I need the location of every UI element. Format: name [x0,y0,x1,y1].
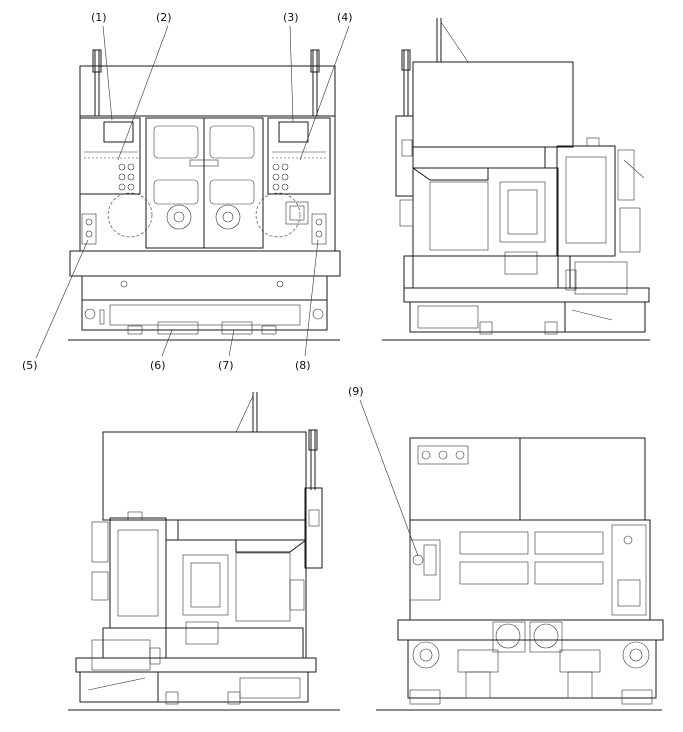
callout-labels: (1) (2) (3) (4) (5) (6) (7) (8) (9) [22,11,364,398]
callout-label-9: (9) [348,385,364,398]
callout-label-1: (1) [91,11,107,24]
callout-label-8: (8) [295,359,311,372]
callout-label-6: (6) [150,359,166,372]
callout-label-2: (2) [156,11,172,24]
front-view [35,25,350,359]
rear-view [359,399,664,711]
callout-label-4: (4) [337,11,353,24]
right-side-view [382,18,650,341]
left-side-view [68,392,340,711]
callout-label-5: (5) [22,359,38,372]
callout-label-7: (7) [218,359,234,372]
callout-label-3: (3) [283,11,299,24]
